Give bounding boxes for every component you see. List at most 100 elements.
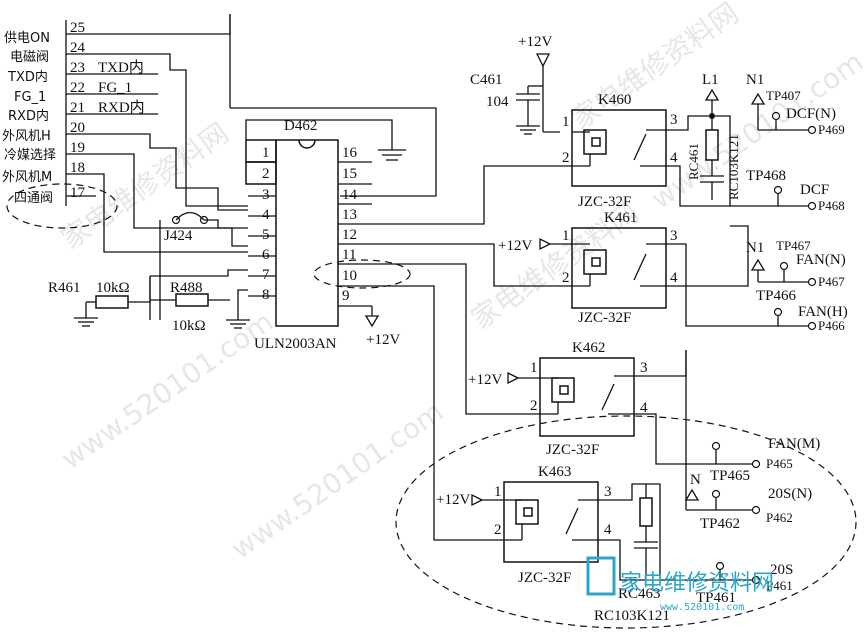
relay-type: JZC-32F <box>578 194 631 210</box>
connector-label: 供电ON <box>4 31 50 46</box>
outputs-tp407-label: TP407 <box>766 88 801 103</box>
outputs-tp465-label: TP465 <box>710 468 750 484</box>
outputs-p466-label: P466 <box>818 318 845 333</box>
snubber-rc461: L1 RC461 RC103K121 <box>666 72 812 207</box>
ic-pin_numbers-12-label: 13 <box>342 207 357 223</box>
relay_pins-3-label: 4 <box>670 150 678 166</box>
net-label: FG_1 <box>98 80 132 96</box>
net-label: RXD内 <box>98 99 145 116</box>
ic-pin_numbers-11-label: 12 <box>342 227 357 243</box>
outputs-fanm-label: FAN(M) <box>768 436 820 452</box>
outputs-tp467-label: TP467 <box>776 238 811 253</box>
outputs-p462-label: P462 <box>766 510 793 525</box>
outputs-tp461-label: TP461 <box>696 590 736 606</box>
relay_pins-3-label: 4 <box>640 400 648 416</box>
watermark-url: www.520101.com <box>55 305 279 476</box>
highlight-ellipse <box>395 415 857 629</box>
outputs-p469-label: P469 <box>818 122 845 137</box>
connector-label: TXD内 <box>7 69 48 85</box>
outputs-s20n-label: 20S(N) <box>768 486 812 502</box>
outputs-p465-label: P465 <box>766 456 793 471</box>
ic-pin_numbers-13-label: 14 <box>342 187 358 203</box>
ic-pin_numbers-8-label: 9 <box>342 288 350 304</box>
rc-rc463-label: RC463 <box>618 586 661 602</box>
ic-pin_numbers-6-label: 7 <box>262 267 270 283</box>
relay-k461: K461 1 2 3 4 JZC-32F +12V <box>372 210 678 326</box>
outputs-p468-label: P468 <box>818 198 845 213</box>
site-logo: 家电维修资料网 www.520101.com <box>586 556 774 613</box>
relay_pins-2-label: 3 <box>670 112 678 128</box>
relay_pins-2-label: 3 <box>640 360 648 376</box>
resistor-r488: R488 10kΩ <box>149 220 250 334</box>
connector-pin: 17 <box>70 185 86 201</box>
connector-label: FG_1 <box>14 90 46 105</box>
lower-output-terminals: FAN(M) TP465 P465 N 20S(N) TP462 P462 RC… <box>395 350 857 629</box>
jumper-label: J424 <box>164 228 193 244</box>
relay_pins-1-label: 2 <box>494 522 502 538</box>
logo-url: www.520101.com <box>660 602 744 613</box>
connector-block: 供电ON 电磁阀 TXD内 FG_1 RXD内 外风机H 冷媒选择 外风机M 四… <box>2 14 437 253</box>
relay-type: JZC-32F <box>546 442 599 458</box>
relay-type: JZC-32F <box>518 570 571 586</box>
connector-label: 外风机H <box>2 129 51 144</box>
relay-name: K461 <box>604 210 637 226</box>
outputs-tp468-label: TP468 <box>746 168 786 184</box>
outputs-tp462-label: TP462 <box>700 516 740 532</box>
relay-k463: K463 1 2 3 4 JZC-32F +12V <box>372 285 612 586</box>
relay_pins-0-label: 1 <box>562 114 570 130</box>
supply-label: +12V <box>436 492 470 508</box>
ic-part-number: ULN2003AN <box>254 336 337 352</box>
output-terminals: N1 TP407 DCF(N) P469 TP468 DCF P468 N1 T… <box>666 72 848 333</box>
relay_pins-3-label: 4 <box>670 270 678 286</box>
line-n1-label: N1 <box>746 240 764 256</box>
ic-designator: D462 <box>284 118 317 134</box>
relay_pins-3-label: 4 <box>604 522 612 538</box>
outputs-p467-label: P467 <box>818 274 845 289</box>
rc-rc463_part-label: RC103K121 <box>594 608 670 624</box>
line-l1-label: L1 <box>702 72 719 88</box>
line-n1-label: N1 <box>746 72 764 88</box>
capacitor-value-label: 104 <box>486 94 509 110</box>
ic-pin_numbers-7-label: 8 <box>262 287 270 303</box>
supply-label: +12V <box>498 238 532 254</box>
relay_pins-1-label: 2 <box>530 398 538 414</box>
outputs-dcf-label: DCF <box>800 182 829 198</box>
outputs-fann-label: FAN(N) <box>796 252 846 268</box>
line-n-label: N <box>690 472 701 488</box>
ic-pin_numbers-9-label: 10 <box>342 268 357 284</box>
connector-pin: 22 <box>70 80 85 96</box>
logo-text: 家电维修资料网 <box>620 571 774 596</box>
ic-pin_numbers-3-label: 4 <box>262 207 270 223</box>
ic-pin_numbers-1-label: 2 <box>262 166 270 182</box>
supply-label: +12V <box>366 332 400 348</box>
connector-pin: 23 <box>70 60 85 76</box>
supply-label: +12V <box>468 372 502 388</box>
ic-left-pins: 1 2 3 4 5 6 7 8 <box>245 139 277 303</box>
relay-name: K462 <box>572 340 605 356</box>
relay_pins-0-label: 1 <box>530 360 538 376</box>
relay-name: K460 <box>598 92 631 108</box>
connector-label: 四通阀 <box>14 191 53 206</box>
outputs-p461-label: P461 <box>766 578 793 593</box>
capacitor-c461: +12V C461 104 <box>470 34 560 135</box>
connector-pin: 19 <box>70 140 85 156</box>
ic-pin_numbers-5-label: 6 <box>262 247 270 263</box>
ic-pin_numbers-10-label: 11 <box>342 247 356 263</box>
jumper-j424: J424 <box>164 211 248 244</box>
outputs-tp466-label: TP466 <box>756 288 797 304</box>
relay-k462: K462 1 2 3 4 JZC-32F +12V <box>372 263 648 458</box>
connector-label: 冷媒选择 <box>4 148 56 163</box>
relay_pins-2-label: 3 <box>670 228 678 244</box>
relay_pins-1-label: 2 <box>562 150 570 166</box>
relay_pins-0-label: 1 <box>494 484 502 500</box>
rc-rc461-label: RC461 <box>686 143 701 180</box>
rc-rc461_part-label: RC103K121 <box>726 134 741 200</box>
watermark-url: www.520101.com <box>225 395 449 566</box>
connector-label: 电磁阀 <box>10 50 49 65</box>
resistors-r488_val-label: 10kΩ <box>172 318 206 334</box>
connector-pin: 18 <box>70 160 85 176</box>
capacitor-name-label: C461 <box>470 72 503 88</box>
connector-label: RXD内 <box>8 108 49 124</box>
